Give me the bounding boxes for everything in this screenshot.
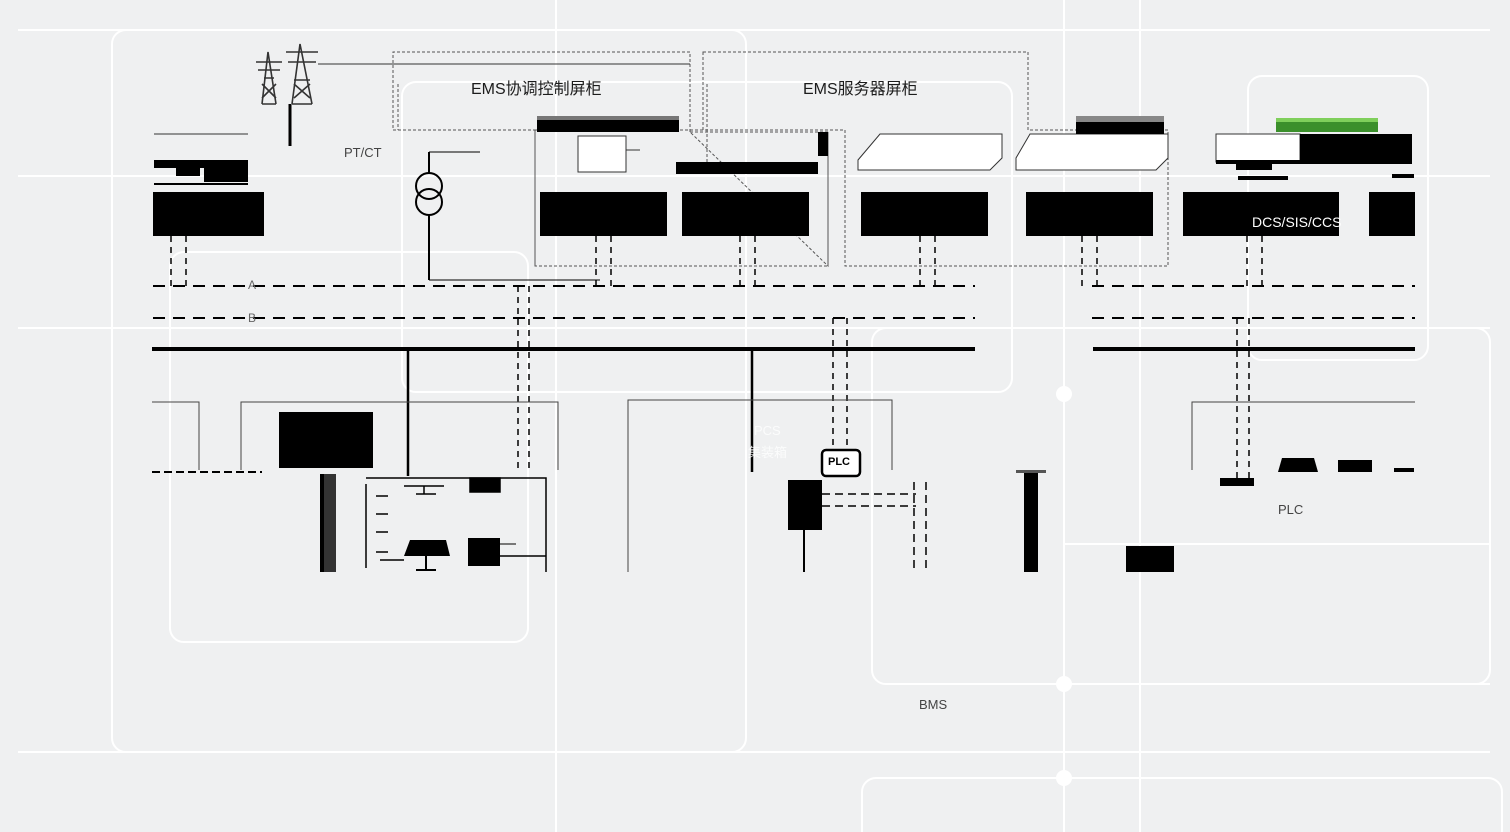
equipment-row [154, 116, 1414, 185]
dcs-label: DCS/SIS/CCS [1252, 214, 1342, 230]
bms-label: BMS [919, 697, 948, 712]
background-panels [18, 0, 1503, 832]
pcs-label: PCS [754, 423, 781, 438]
cabinet-group-borders [392, 51, 1169, 268]
transmission-tower-icon [256, 43, 690, 146]
battery-icon [468, 538, 516, 566]
pcs-detail [365, 477, 547, 572]
cabinet-device-1 [537, 116, 828, 174]
dcs-workstation [1215, 118, 1414, 180]
plc-badge-label: PLC [828, 456, 850, 468]
bus-b-label: B [248, 311, 257, 325]
cabinet-blocks [153, 192, 1415, 236]
power-drops [406, 349, 754, 476]
ems-server-cabinet-label: EMS服务器屏柜 [803, 81, 918, 98]
ptct-label: PT/CT [344, 145, 382, 160]
comm-bus [153, 285, 1415, 319]
container-label: 集装箱 [748, 445, 788, 460]
field-devices-right [1220, 458, 1414, 486]
background-nodes [1056, 386, 1072, 786]
plc-label: PLC [1278, 502, 1304, 517]
bus-a-label: A [248, 278, 257, 292]
solar-panel-icon [404, 540, 450, 571]
transformer-icon [415, 151, 600, 281]
lower-containers [152, 399, 1415, 572]
bus-drop-lines [170, 236, 1263, 480]
server-devices [857, 116, 1169, 171]
lower-equipment [152, 412, 1414, 572]
plc-icon [820, 448, 862, 478]
ems-coordination-cabinet-label: EMS协调控制屏柜 [471, 81, 602, 98]
workstation-left [154, 133, 248, 185]
